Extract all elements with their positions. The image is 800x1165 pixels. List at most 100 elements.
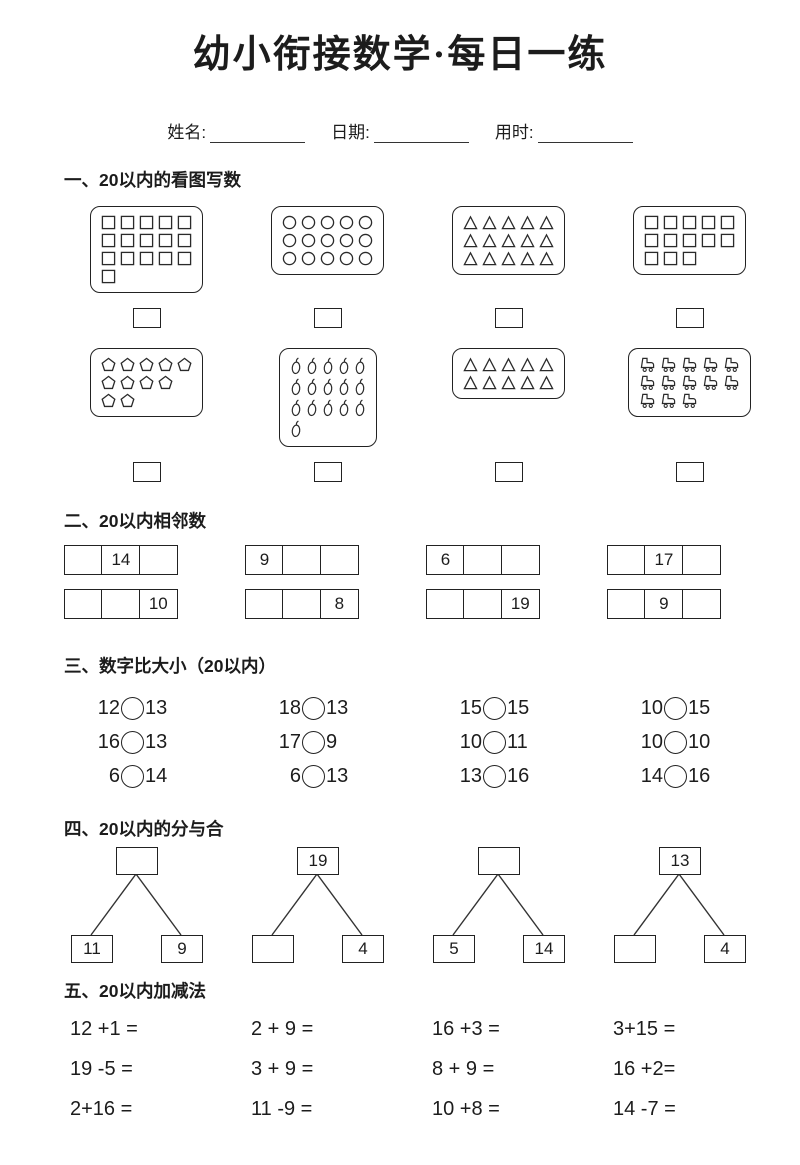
arithmetic-problem[interactable]: 3 + 9 = — [251, 1057, 314, 1080]
tree-lines — [633, 873, 725, 936]
neighbor-cell[interactable] — [607, 544, 646, 575]
arithmetic-problem[interactable]: 16 +3 = — [432, 1017, 500, 1040]
arithmetic-problem[interactable]: 14 -7 = — [613, 1097, 676, 1120]
arithmetic-problem[interactable]: 10 +8 = — [432, 1097, 500, 1120]
neighbor-cell[interactable] — [245, 588, 284, 619]
square-icon — [120, 251, 135, 266]
neighbor-cell[interactable] — [282, 588, 322, 619]
neighbor-cell[interactable] — [681, 544, 721, 575]
compare-circle[interactable] — [302, 697, 325, 721]
neighbor-cell[interactable] — [319, 544, 359, 575]
neighbor-cell[interactable] — [282, 544, 322, 575]
date-blank[interactable] — [373, 122, 469, 143]
arithmetic-grid: 12 +1 = 19 -5 = 2+16 = 2 + 9 = 3 + 9 = 11 -9 … — [0, 1009, 800, 1129]
compare-left-number: 6 — [108, 765, 120, 788]
compare-circle[interactable] — [121, 731, 144, 755]
compare-circle[interactable] — [664, 765, 687, 789]
shape-row — [463, 215, 554, 230]
triangle-icon — [539, 251, 554, 266]
pentagon-icon — [101, 357, 116, 372]
compare-right-number: 16 — [688, 765, 711, 788]
compare-circle[interactable] — [664, 697, 687, 721]
circle-icon — [339, 251, 354, 266]
compare-circle[interactable] — [483, 731, 506, 755]
triangle-icon — [501, 251, 516, 266]
square-icon — [177, 215, 192, 230]
tree-top-box[interactable] — [116, 846, 158, 875]
circle-icon — [301, 233, 316, 248]
circle-icon — [358, 233, 373, 248]
arithmetic-problem[interactable]: 8 + 9 = — [432, 1057, 495, 1080]
neighbor-cell[interactable] — [463, 544, 503, 575]
arithmetic-problem[interactable]: 11 -9 = — [251, 1097, 313, 1120]
pentagon-icon — [120, 393, 135, 408]
neighbor-cell: 19 — [500, 588, 540, 619]
answer-box[interactable] — [132, 461, 161, 482]
arithmetic-problem[interactable]: 2 + 9 = — [251, 1017, 314, 1040]
compare-circle[interactable] — [302, 765, 325, 789]
eggplant-icon — [322, 399, 334, 417]
answer-box[interactable] — [494, 461, 523, 482]
answer-box[interactable] — [313, 307, 342, 328]
count-card — [90, 347, 203, 417]
arithmetic-problem[interactable]: 16 +2= — [613, 1057, 676, 1080]
square-icon — [663, 251, 678, 266]
circle-icon — [339, 233, 354, 248]
answer-box[interactable] — [132, 307, 161, 328]
compare-left-number: 13 — [459, 765, 482, 788]
compare-right-number: 14 — [145, 765, 168, 788]
header-fields: 姓名: 日期: 用时: — [0, 118, 800, 143]
neighbor-cell[interactable] — [426, 588, 465, 619]
compare-circle[interactable] — [121, 697, 144, 721]
square-icon — [682, 215, 697, 230]
time-field: 用时: — [495, 118, 633, 143]
shape-row — [101, 233, 192, 248]
answer-box[interactable] — [494, 307, 523, 328]
pentagon-icon — [101, 375, 116, 390]
neighbor-cell[interactable] — [500, 544, 540, 575]
square-icon — [701, 215, 716, 230]
compare-circle[interactable] — [121, 765, 144, 789]
answer-box[interactable] — [675, 307, 704, 328]
compare-circle[interactable] — [483, 697, 506, 721]
tree-left-box[interactable] — [614, 934, 656, 963]
answer-box[interactable] — [675, 461, 704, 482]
neighbor-cell[interactable] — [681, 588, 721, 619]
count-card-cell — [90, 205, 203, 328]
tree-top-box[interactable] — [478, 846, 520, 875]
neighbor-cell: 10 — [138, 588, 178, 619]
tree-left-box[interactable] — [252, 934, 294, 963]
neighbor-cell[interactable] — [463, 588, 503, 619]
compare-circle[interactable] — [483, 765, 506, 789]
neighbor-cell[interactable] — [64, 588, 103, 619]
count-card — [90, 205, 203, 293]
square-icon — [120, 215, 135, 230]
count-card — [271, 205, 384, 275]
compare-circle[interactable] — [664, 731, 687, 755]
triangle-icon — [539, 357, 554, 372]
answer-box[interactable] — [313, 461, 342, 482]
time-blank[interactable] — [537, 122, 633, 143]
count-card — [633, 205, 746, 275]
triangle-icon — [501, 357, 516, 372]
compare-circle[interactable] — [302, 731, 325, 755]
skate-icon — [681, 393, 698, 408]
compare-right-number: 15 — [688, 697, 711, 720]
arithmetic-problem[interactable]: 3+15 = — [613, 1017, 676, 1040]
arithmetic-problem[interactable]: 12 +1 = — [70, 1017, 138, 1040]
neighbor-cell[interactable] — [101, 588, 141, 619]
arithmetic-problem[interactable]: 2+16 = — [70, 1097, 133, 1120]
arithmetic-problem[interactable]: 19 -5 = — [70, 1057, 133, 1080]
count-card-cell — [452, 347, 565, 482]
neighbor-cell[interactable] — [607, 588, 646, 619]
eggplant-icon — [290, 420, 302, 438]
neighbor-cell[interactable] — [64, 544, 103, 575]
count-cards-row-1 — [0, 205, 800, 328]
neighbor-cell[interactable] — [138, 544, 178, 575]
name-blank[interactable] — [210, 122, 306, 143]
square-icon — [139, 215, 154, 230]
neighbor-cell: 6 — [426, 544, 465, 575]
